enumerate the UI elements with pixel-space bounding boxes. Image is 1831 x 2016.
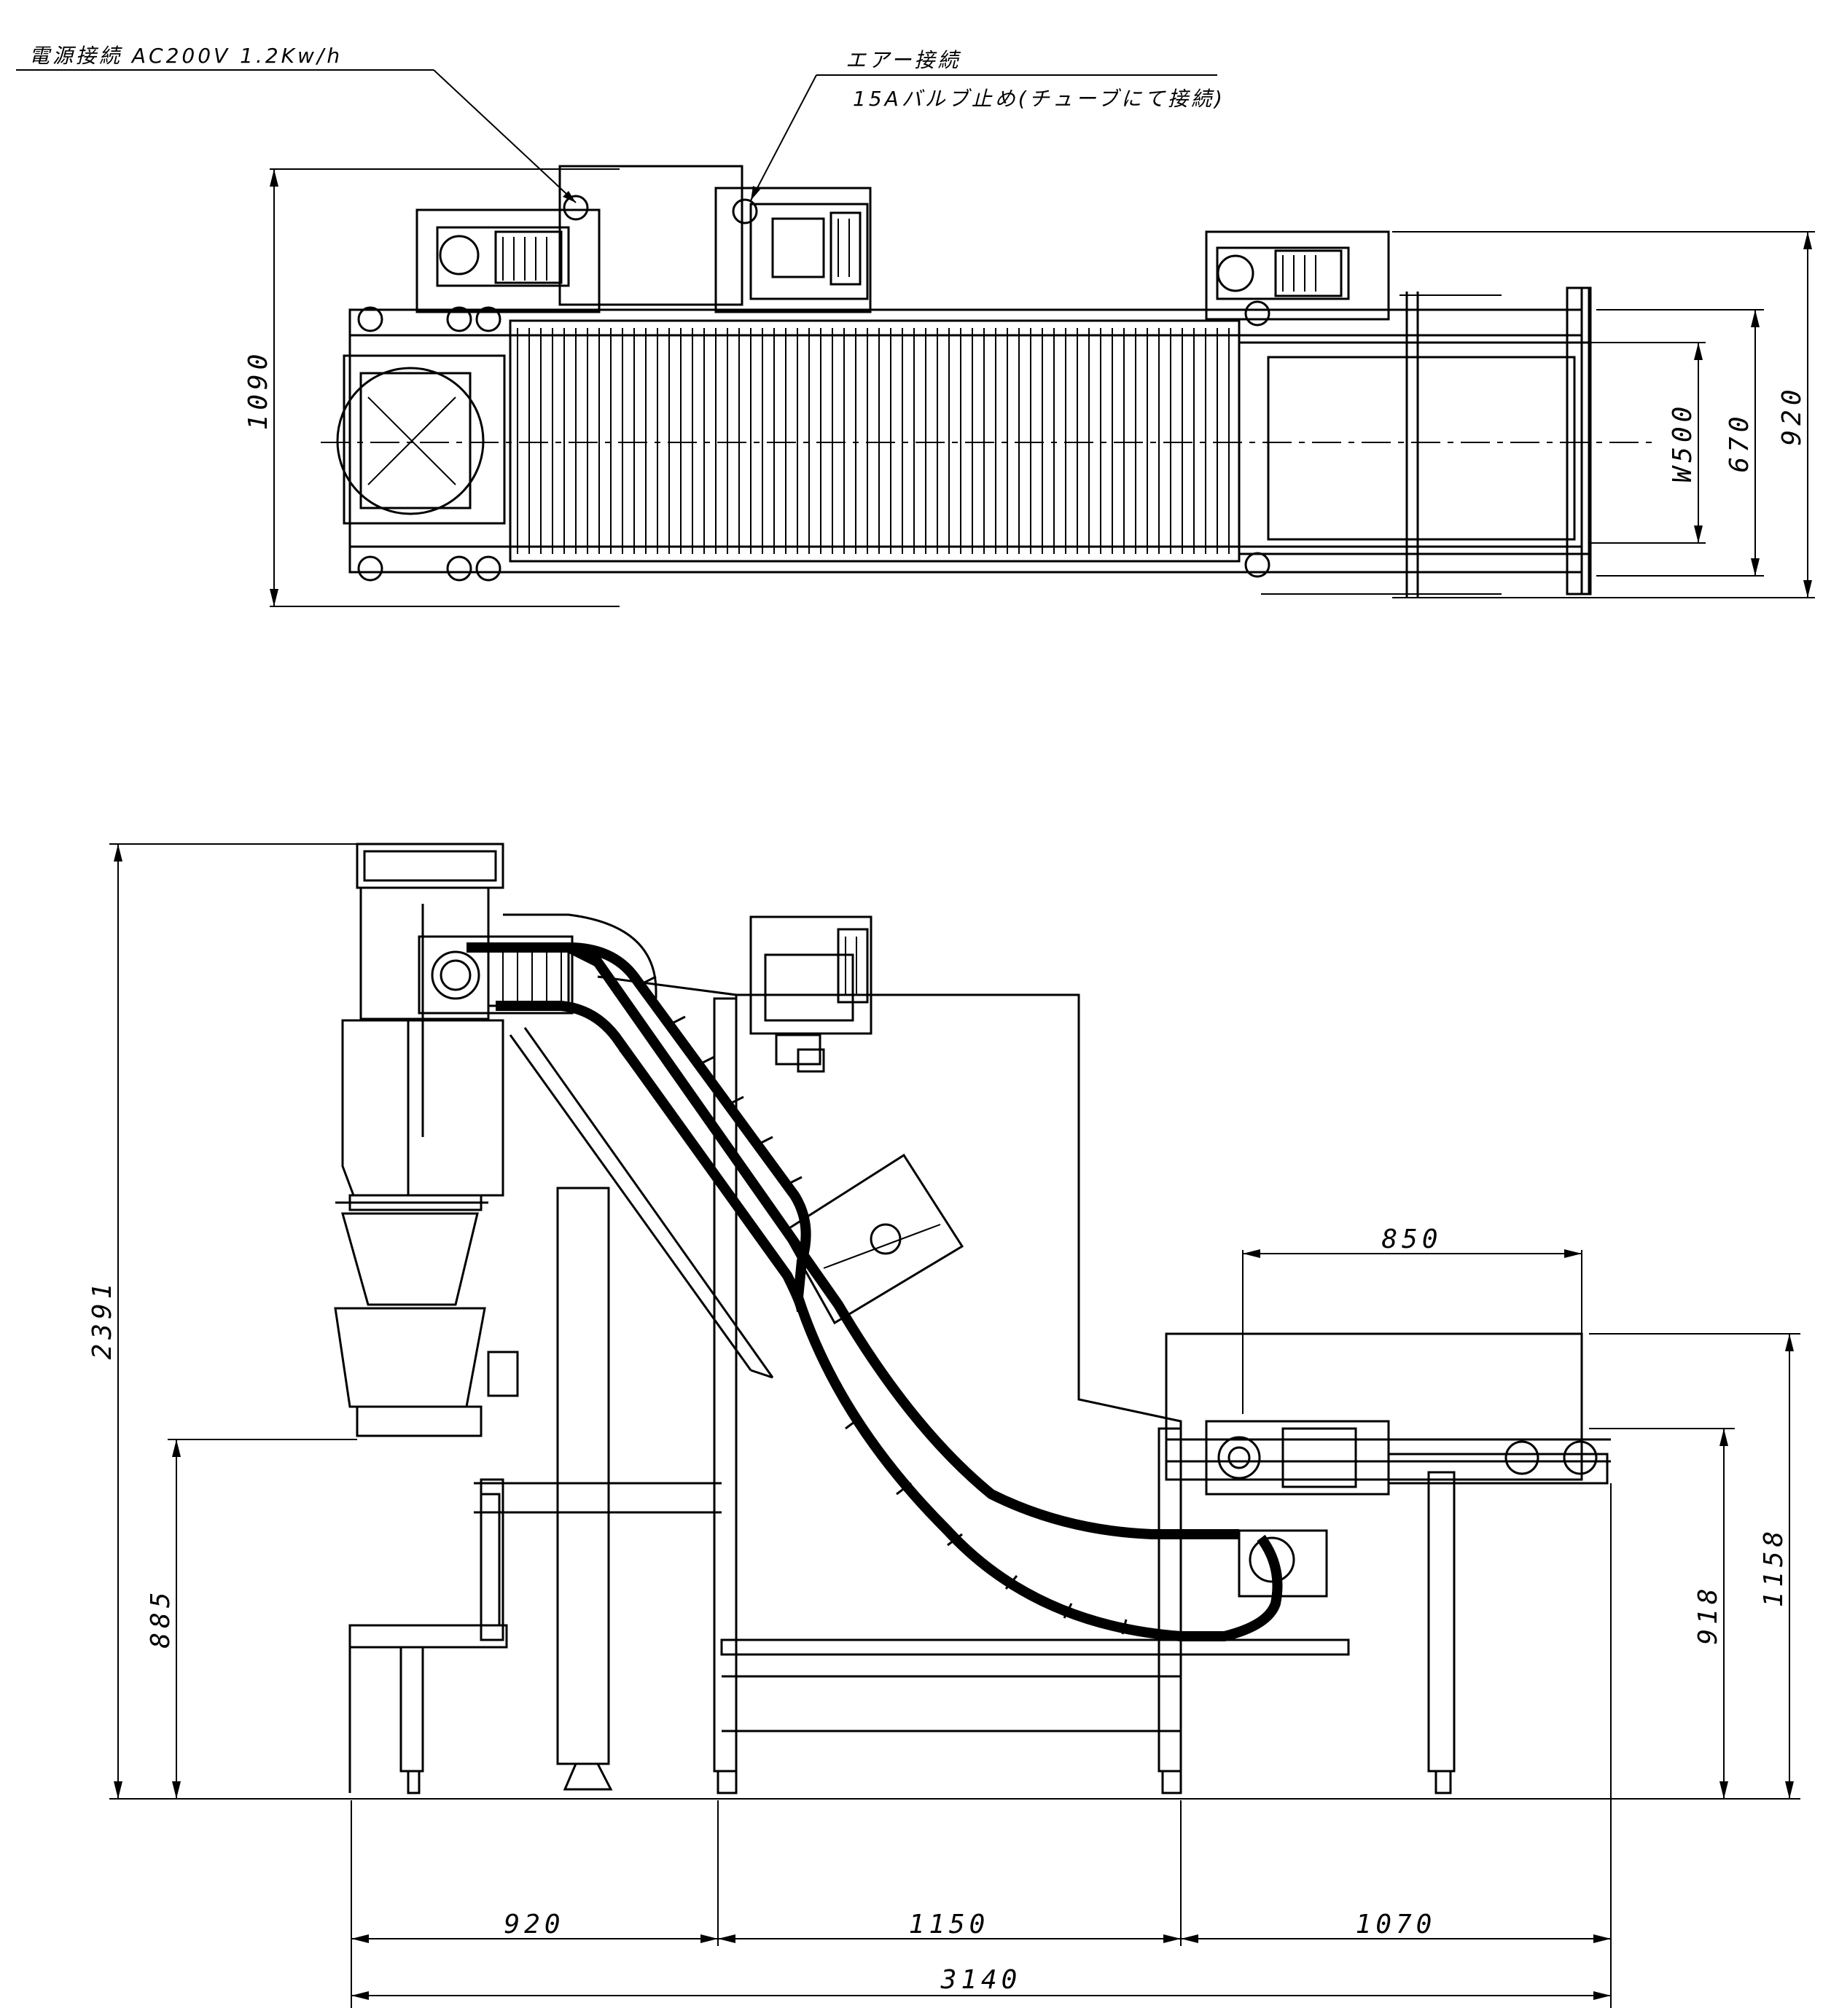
dim-w500-label: W500: [1668, 402, 1698, 483]
dim-plan-670: 670: [1596, 309, 1764, 577]
elev-chain-conveyor: [466, 942, 1283, 1641]
dim-670-label: 670: [1725, 412, 1754, 472]
plan-motor-center: [749, 203, 869, 300]
dim-1158-label: 1158: [1759, 1527, 1789, 1608]
plan-belt-slats: [517, 328, 1230, 554]
dim-920-bottom-label: 920: [504, 1910, 564, 1939]
air-note-detail: 15Aバルブ止め(チューブにて接続): [853, 87, 1225, 111]
dim-2391-label: 2391: [87, 1279, 117, 1360]
elev-discharge-conveyor: [1165, 1332, 1611, 1794]
dim-elev-850: 850: [1242, 1224, 1582, 1429]
dim-1070-label: 1070: [1356, 1910, 1437, 1939]
elev-sensor-box: [781, 1153, 964, 1325]
air-connection-note: エアー接続 15Aバルブ止め(チューブにて接続): [750, 48, 1225, 201]
dim-elev-1158: 1158: [1589, 1333, 1800, 1799]
dim-1090-label: 1090: [243, 350, 273, 431]
elev-top-drive: [418, 935, 574, 1015]
dim-850-label: 850: [1381, 1224, 1442, 1254]
power-connection-note: 電源接続 AC200V 1.2Kw/h: [16, 44, 577, 203]
dim-elev-918: 918: [1589, 1428, 1735, 1799]
plan-motor-left: [436, 226, 570, 287]
dim-1150-label: 1150: [909, 1910, 990, 1939]
dim-elev-885: 885: [146, 1439, 357, 1799]
dim-920-label: 920: [1777, 385, 1807, 445]
power-note-text: 電源接続 AC200V 1.2Kw/h: [29, 44, 343, 68]
dim-plan-1090: 1090: [243, 168, 620, 607]
plan-motor-right: [1216, 246, 1350, 300]
plan-hopper: [336, 306, 506, 582]
plan-view: 1090 W500 670 920: [243, 165, 1815, 607]
dim-3140-label: 3140: [940, 1965, 1022, 1995]
elevation-view: 2391 885 850 918: [87, 843, 1800, 2008]
air-note-title: エアー接続: [846, 48, 961, 72]
dim-918-label: 918: [1693, 1584, 1723, 1644]
elev-hopper: [334, 843, 504, 1437]
elev-left-stand: [348, 1351, 519, 1794]
elev-frame: [474, 997, 1350, 1794]
dim-elev-bottom: 920 1150 1070 3140: [351, 1483, 1612, 2008]
dim-plan-920: 920: [1392, 231, 1815, 598]
elev-control-box: [749, 915, 872, 1073]
dim-885-label: 885: [146, 1587, 176, 1648]
plan-discharge-conveyor: [1238, 286, 1592, 598]
dim-plan-w500: W500: [1589, 342, 1706, 544]
dim-elev-2391: 2391: [87, 843, 357, 1799]
